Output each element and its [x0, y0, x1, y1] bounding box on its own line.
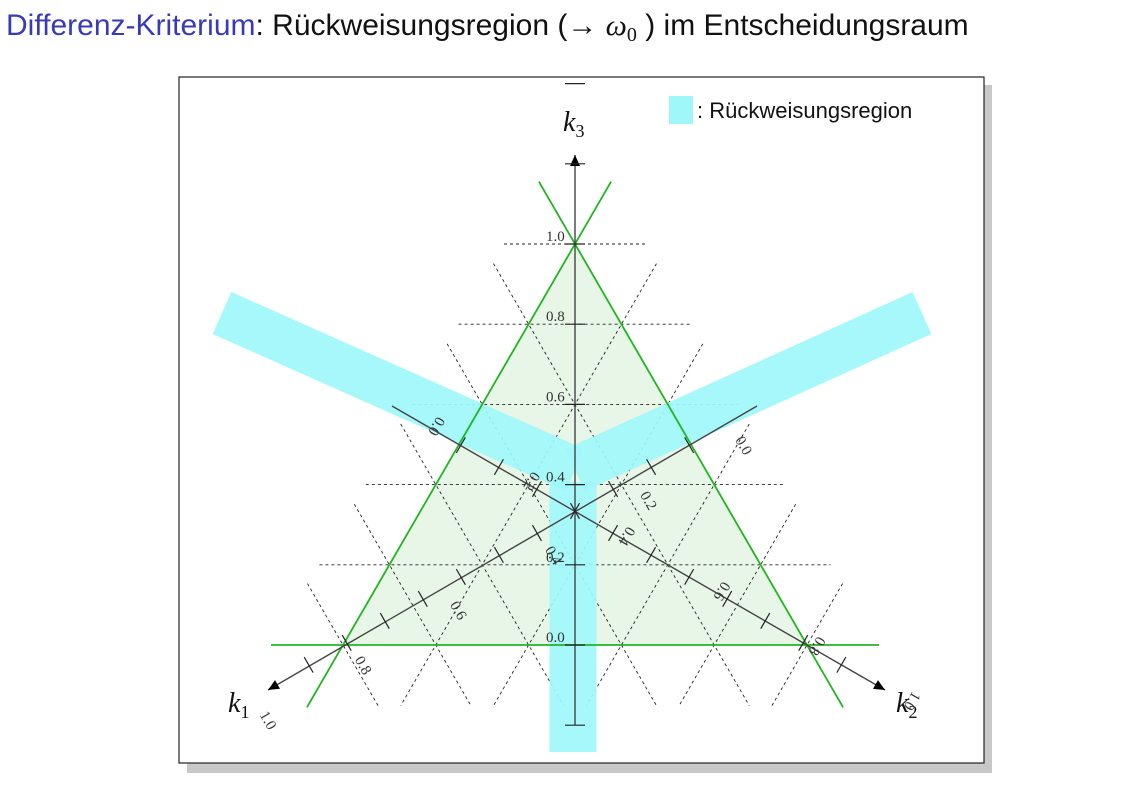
tick-k2: [646, 546, 657, 564]
axis-label-k1: k1: [228, 688, 249, 722]
tick-k2: [722, 590, 733, 607]
tick-label-k3: 0.0: [546, 630, 565, 646]
title-text-1: : Rückweisungsregion (: [255, 9, 568, 42]
tick-k1: [341, 634, 352, 651]
tick-k2: [798, 634, 809, 651]
legend-swatch: [669, 96, 693, 124]
tick-k1: [455, 568, 466, 586]
tick-label-k3: 0.4: [546, 470, 565, 486]
axis-k2-arrow: [872, 680, 885, 690]
axis-k1: [267, 405, 758, 691]
grid-line-k2: [400, 263, 657, 706]
tick-k2: [455, 436, 466, 454]
tick-k1: [303, 656, 314, 673]
axis-label-k3-letter: k: [563, 107, 576, 138]
grid-line-k1: [493, 263, 750, 706]
reject-band-left: [212, 291, 585, 492]
title-criterion: Differenz-Kriterium: [6, 9, 256, 42]
grid-line-k1: [353, 503, 472, 706]
tick-k1: [417, 590, 428, 607]
axis-k1-arrow: [268, 680, 281, 690]
tick-label-k3: 0.2: [546, 550, 565, 566]
slide-title: Differenz-Kriterium: Rückweisungsregion …: [6, 6, 969, 55]
tick-k2: [608, 524, 619, 542]
tick-k1: [379, 612, 390, 629]
tick-k1: [646, 458, 657, 476]
reject-band-right: [565, 292, 932, 491]
tick-k1: [684, 436, 695, 454]
tick-k1: [531, 524, 542, 542]
axis-label-k2-letter: k: [896, 688, 909, 719]
axis-label-k1-letter: k: [228, 688, 241, 719]
tick-k1: [493, 546, 504, 564]
axis-label-k1-subscript: 1: [240, 702, 249, 722]
axis-label-k3-subscript: 3: [575, 121, 584, 141]
axis-label-k2-subscript: 2: [908, 702, 917, 722]
tick-k1: [608, 480, 619, 498]
tick-k2: [531, 480, 542, 498]
title-omega-sub: 0: [626, 24, 637, 46]
axis-label-k3: k3: [563, 107, 584, 141]
tick-k2: [760, 612, 771, 629]
tick-label-k3: 0.8: [546, 309, 565, 325]
tick-k2: [493, 458, 504, 476]
axis-label-k2: k2: [896, 688, 917, 722]
legend-text: : Rückweisungsregion: [697, 98, 912, 123]
tick-k2: [684, 568, 695, 586]
tick-label-k3: 1.0: [546, 229, 565, 245]
title-arrow: →: [567, 9, 598, 42]
tick-label-k3: 0.6: [546, 389, 565, 405]
title-text-2: ) im Entscheidungsraum: [645, 9, 969, 42]
title-omega: ω: [605, 9, 627, 42]
tick-k2: [569, 502, 581, 520]
tick-k2: [836, 656, 847, 673]
